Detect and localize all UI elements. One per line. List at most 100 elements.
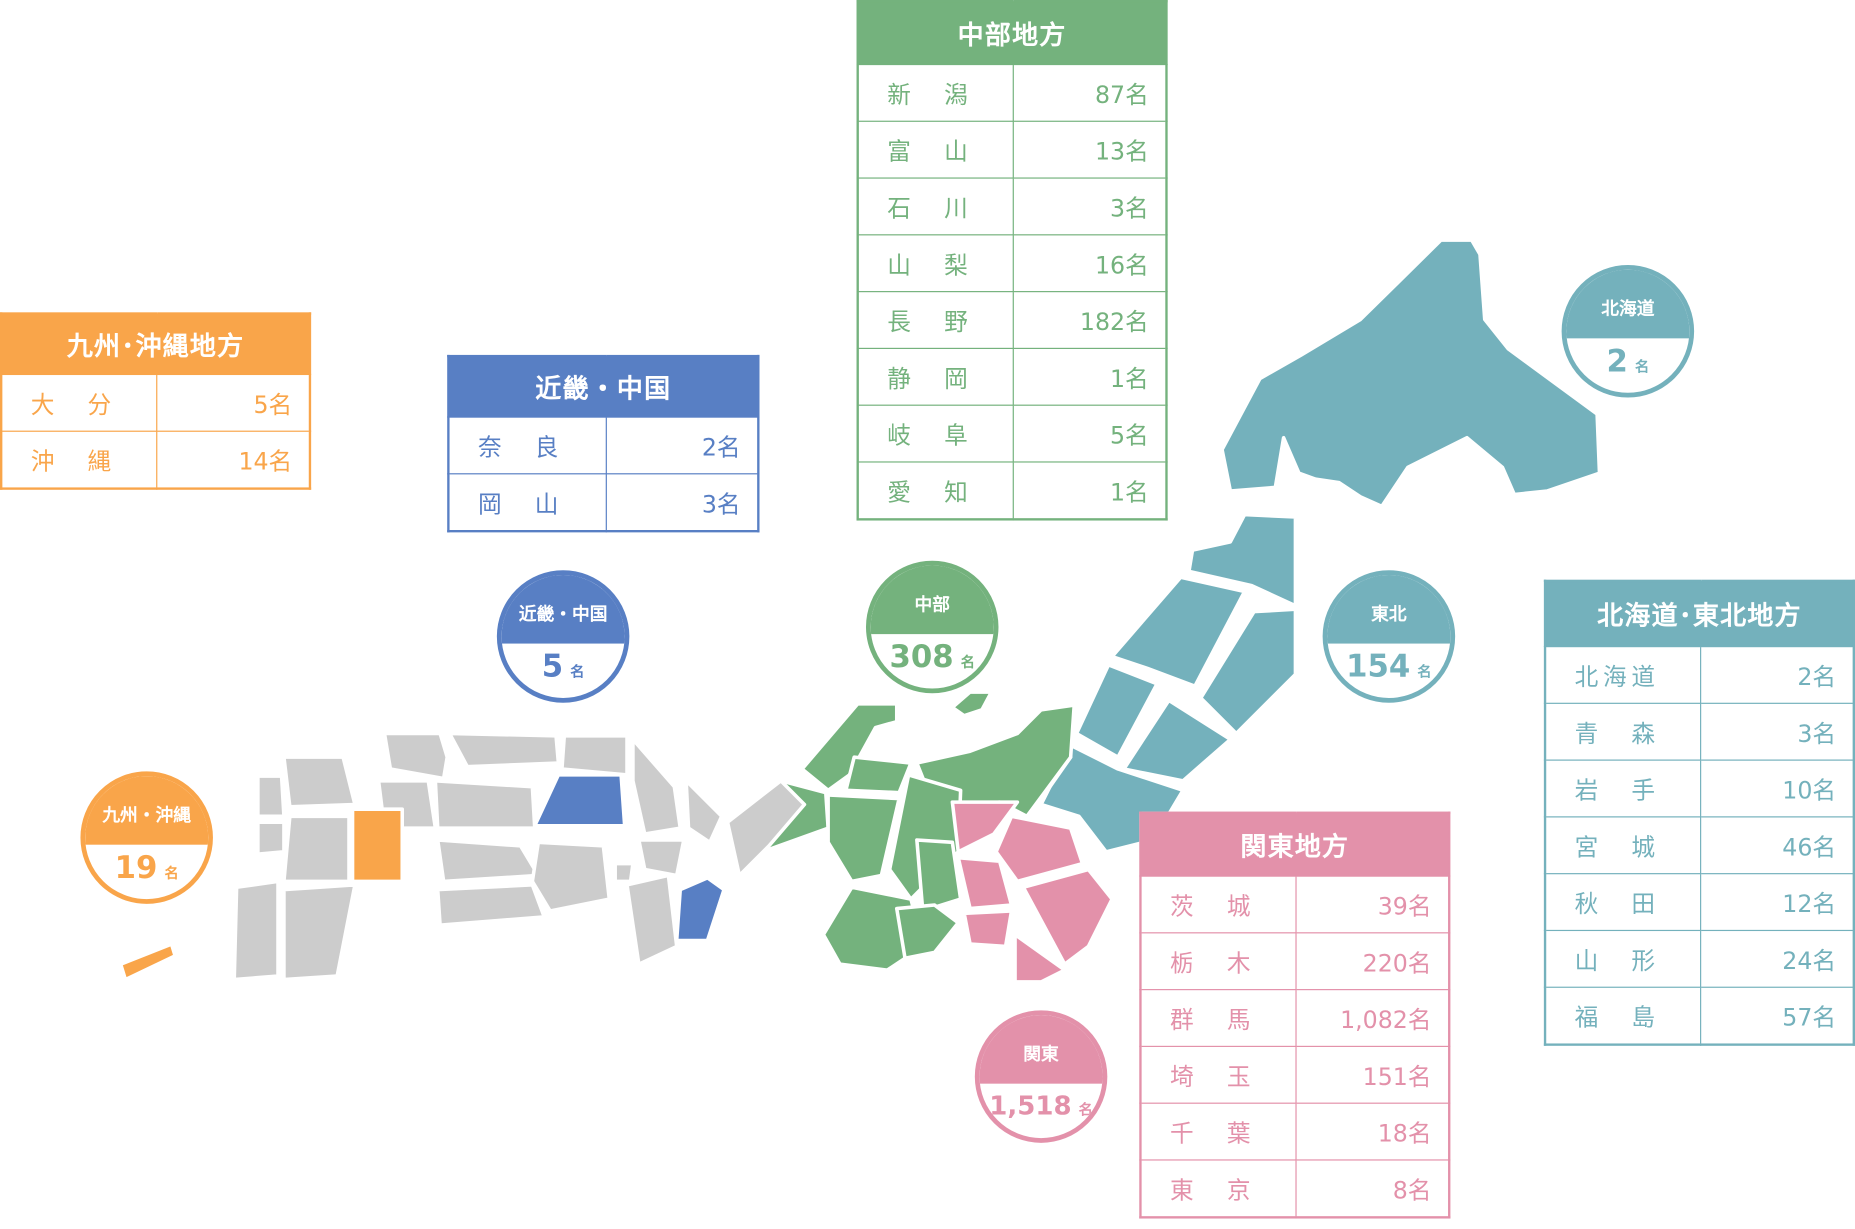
prefecture-name: 青 森 bbox=[1544, 702, 1702, 761]
prefecture-count: 1名 bbox=[1012, 461, 1168, 520]
prefecture-count: 2名 bbox=[1700, 645, 1855, 704]
prefecture-count: 87名 bbox=[1012, 63, 1168, 122]
prefecture-name: 長 野 bbox=[857, 291, 1014, 349]
prefecture-count: 24名 bbox=[1700, 929, 1855, 988]
prefecture-count: 39名 bbox=[1295, 875, 1450, 934]
region-yamagata bbox=[1074, 663, 1159, 759]
prefecture-name: 山 梨 bbox=[857, 234, 1014, 293]
badge-kanto-unit: 名 bbox=[1078, 1101, 1093, 1118]
badge-hokkaido-unit: 名 bbox=[1634, 358, 1650, 376]
region-okinawa bbox=[118, 942, 177, 982]
badge-tohoku-label: 東北 bbox=[1327, 574, 1451, 644]
region-saga bbox=[256, 774, 286, 819]
prefecture-name: 埼 玉 bbox=[1139, 1045, 1297, 1104]
badge-kanto-label: 関東 bbox=[979, 1015, 1103, 1084]
badge-kyushu-label: 九州・沖縄 bbox=[85, 776, 209, 845]
prefecture-name: 新 潟 bbox=[857, 63, 1014, 122]
badge-kinki-unit: 名 bbox=[570, 663, 585, 681]
prefecture-name: 千 葉 bbox=[1139, 1102, 1297, 1161]
prefecture-count: 5名 bbox=[156, 373, 311, 432]
prefecture-count: 5名 bbox=[1012, 404, 1168, 463]
region-osaka bbox=[637, 838, 686, 878]
region-kyoto bbox=[631, 737, 683, 836]
region-kagoshima bbox=[232, 879, 280, 982]
badge-kanto-number: 1,518 bbox=[989, 1091, 1072, 1122]
prefecture-count: 220名 bbox=[1295, 932, 1450, 991]
region-fukuoka bbox=[282, 755, 357, 809]
region-nara bbox=[674, 876, 726, 943]
badge-hokkaido-number: 2 bbox=[1606, 344, 1628, 380]
badge-tohoku: 東北 154 名 bbox=[1322, 570, 1456, 703]
region-ishikawa bbox=[800, 702, 899, 793]
prefecture-count: 8名 bbox=[1295, 1159, 1450, 1218]
prefecture-name: 宮 城 bbox=[1544, 816, 1702, 875]
prefecture-count: 1名 bbox=[1012, 347, 1168, 406]
prefecture-count: 12名 bbox=[1700, 873, 1855, 932]
region-kumamoto bbox=[282, 814, 351, 884]
badge-kinki-label: 近畿・中国 bbox=[501, 574, 625, 644]
prefecture-count: 3名 bbox=[605, 473, 759, 532]
prefecture-count: 10名 bbox=[1700, 759, 1855, 818]
badge-kyushu-unit: 名 bbox=[164, 864, 179, 882]
region-chiba bbox=[1013, 932, 1067, 984]
badge-tohoku-number: 154 bbox=[1346, 649, 1411, 685]
region-hiroshima bbox=[433, 779, 537, 830]
region-miyazaki bbox=[282, 883, 357, 982]
region-mie bbox=[725, 779, 807, 878]
prefecture-name: 秋 田 bbox=[1544, 873, 1702, 932]
region-miyagi bbox=[1122, 698, 1233, 783]
prefecture-count: 16名 bbox=[1012, 234, 1168, 293]
region-shikoku-1 bbox=[435, 838, 541, 884]
region-iwate bbox=[1199, 607, 1298, 736]
region-hokkaido bbox=[1220, 238, 1602, 509]
prefecture-name: 栃 木 bbox=[1139, 932, 1297, 991]
prefecture-name: 北海道 bbox=[1544, 645, 1702, 704]
table-kyushu-title: 九州･沖縄地方 bbox=[0, 312, 311, 376]
region-akita bbox=[1110, 575, 1247, 688]
prefecture-name: 山 形 bbox=[1544, 929, 1702, 988]
prefecture-count: 14名 bbox=[156, 430, 311, 490]
prefecture-name: 岡 山 bbox=[447, 473, 607, 532]
badge-chubu-number: 308 bbox=[889, 640, 954, 676]
prefecture-count: 182名 bbox=[1012, 291, 1168, 349]
prefecture-count: 46名 bbox=[1700, 816, 1855, 875]
region-gifu bbox=[826, 793, 901, 884]
prefecture-name: 東 京 bbox=[1139, 1159, 1297, 1218]
region-wakayama bbox=[625, 873, 679, 966]
prefecture-name: 沖 縄 bbox=[0, 430, 158, 490]
badge-hokkaido-label: 北海道 bbox=[1566, 269, 1690, 339]
region-oita bbox=[350, 807, 405, 884]
prefecture-name: 岐 阜 bbox=[857, 404, 1014, 463]
prefecture-name: 大 分 bbox=[0, 373, 158, 432]
region-ibaraki bbox=[1021, 867, 1114, 966]
prefecture-count: 151名 bbox=[1295, 1045, 1450, 1104]
prefecture-name: 福 島 bbox=[1544, 986, 1702, 1046]
region-nagasaki bbox=[256, 820, 286, 856]
prefecture-name: 愛 知 bbox=[857, 461, 1014, 520]
region-saitama bbox=[956, 855, 1014, 911]
badge-tohoku-unit: 名 bbox=[1417, 663, 1432, 681]
